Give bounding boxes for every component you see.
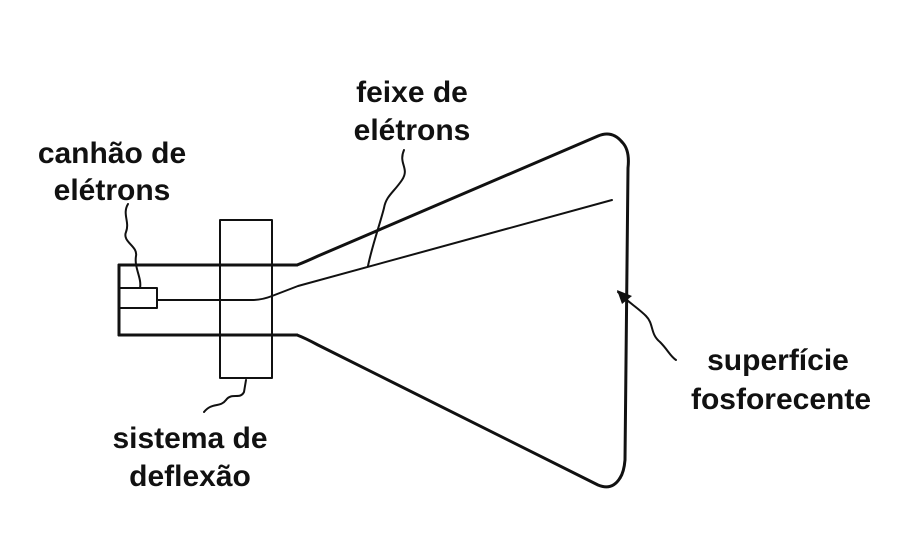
label-electron-gun-line-2: elétrons: [54, 174, 171, 207]
arrow-head-icon: [617, 290, 632, 304]
leader-deflection-system: [203, 379, 247, 413]
phosphor-screen: [618, 140, 630, 480]
label-phosphor-surface-line-2: fosforecente: [691, 383, 871, 416]
label-electron-beam-line-1: feixe de: [356, 76, 468, 109]
label-phosphor-surface-line-1: superfície: [707, 344, 849, 377]
tube-funnel-bottom-edge: [295, 333, 622, 489]
label-electron-beam-line-2: elétrons: [354, 114, 471, 147]
tube-funnel-top-edge: [295, 132, 624, 267]
leader-electron-beam: [367, 149, 406, 267]
electron-gun: [118, 287, 158, 309]
electron-beam: [156, 199, 613, 301]
leader-electron-gun: [124, 203, 142, 289]
leader-phosphor-surface: [617, 291, 677, 361]
label-deflection-system-line-1: sistema de: [112, 422, 267, 455]
deflection-system: [219, 219, 273, 379]
label-deflection-system-line-2: deflexão: [129, 460, 251, 493]
label-electron-gun-line-1: canhão de: [38, 137, 186, 170]
